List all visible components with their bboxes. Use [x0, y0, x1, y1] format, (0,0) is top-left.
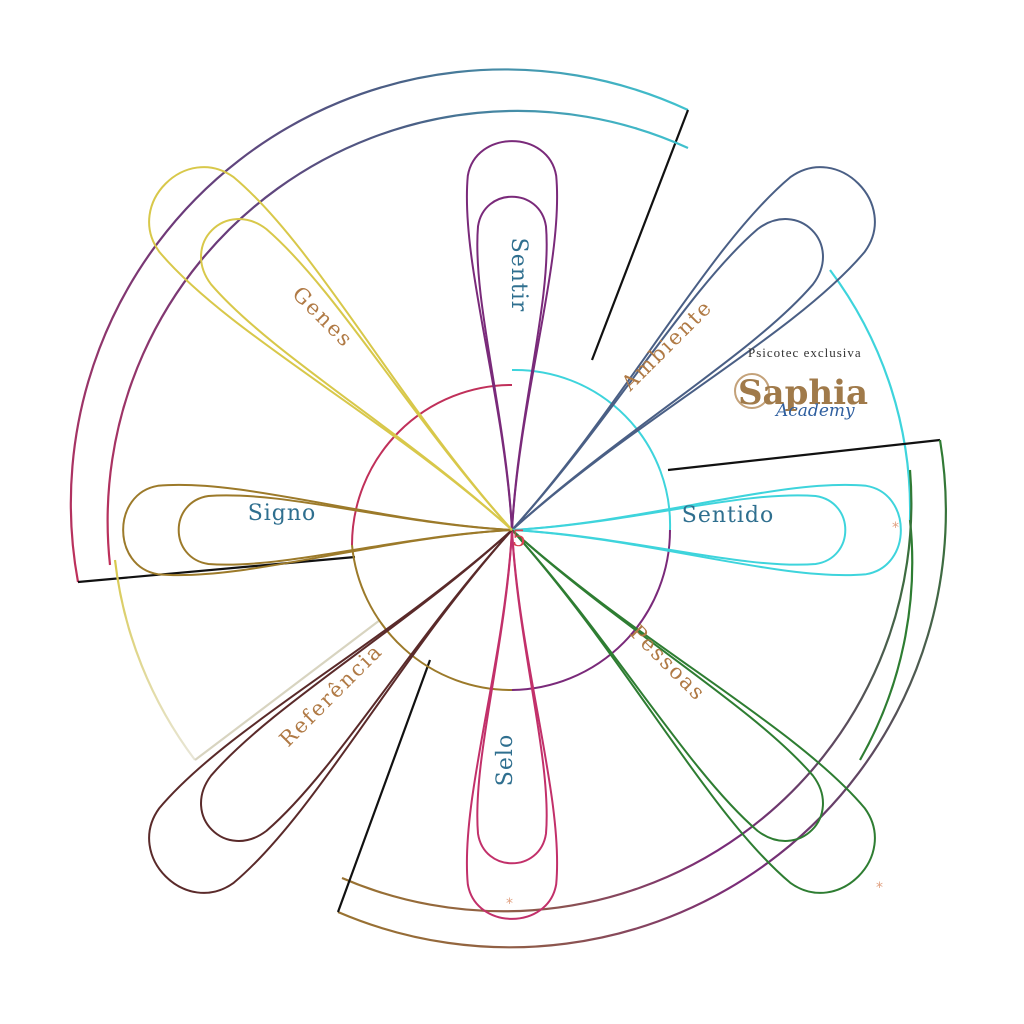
label-sentir: Sentir	[506, 238, 531, 313]
petal-0-loop-outer	[465, 140, 559, 531]
logo-main-text: Saphia	[738, 373, 868, 413]
marker-right: *	[892, 520, 899, 536]
outer-arc-top-left	[69, 68, 689, 583]
inner-arc-top-left	[106, 109, 689, 566]
label-selo: Selo	[493, 734, 518, 786]
petal-group	[122, 140, 902, 920]
petal-7-loop-outer	[148, 166, 513, 531]
petal-6-loop-inner	[177, 494, 513, 566]
petal-2-loop-outer	[511, 483, 902, 577]
petal-1-loop-inner	[511, 218, 824, 531]
outer-arc-right	[829, 269, 912, 521]
outer-arc-left	[113, 559, 196, 761]
logo-cloud-icon	[734, 373, 770, 409]
center-number: 5	[512, 527, 526, 552]
marker-bottom: *	[506, 896, 513, 912]
petal-0-loop-inner	[476, 195, 548, 531]
inner-arc-bottom-right	[341, 469, 913, 913]
saphia-logo: Psicotec exclusiva Saphia Academy	[734, 345, 868, 421]
outer-ring	[69, 68, 947, 949]
petal-1-loop-outer	[511, 166, 876, 531]
petal-4-loop-inner	[476, 529, 548, 865]
logo-sub-text: Academy	[774, 401, 855, 421]
label-signo: Signo	[248, 501, 317, 526]
petal-5-loop-outer	[148, 529, 513, 894]
petal-4-loop-outer	[465, 529, 559, 920]
petal-6-loop-outer	[122, 483, 513, 577]
label-referencia: Referência	[275, 639, 388, 752]
label-sentido: Sentido	[682, 503, 774, 528]
petal-3-loop-inner	[511, 529, 824, 842]
marker-bottom-right: *	[876, 880, 883, 896]
label-genes: Genes	[288, 282, 359, 353]
petal-5-loop-inner	[200, 529, 513, 842]
petal-3-loop-outer	[511, 529, 876, 894]
logo-tagline: Psicotec exclusiva	[748, 345, 862, 360]
petal-7-loop-inner	[200, 218, 513, 531]
outer-arc-bottom-right	[337, 439, 947, 949]
petal-2-loop-inner	[511, 494, 847, 566]
